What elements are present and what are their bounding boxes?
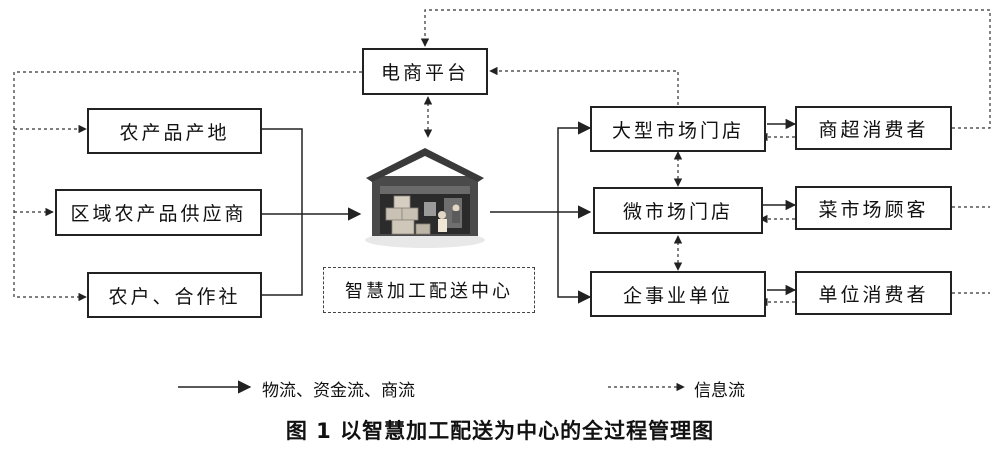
regional-supplier-node: 区域农产品供应商 (55, 189, 262, 236)
unit-consumer-node: 单位消费者 (795, 271, 952, 315)
farmers-coop-node: 农户、合作社 (87, 272, 262, 318)
legend-solid-label: 物流、资金流、商流 (262, 381, 415, 401)
info-ecommerce-to-left (13, 71, 362, 302)
legend-dotted-label: 信息流 (694, 381, 745, 401)
figure-caption: 图 1 以智慧加工配送为中心的全过程管理图 (285, 419, 715, 443)
solid-coop-to-bracket (262, 214, 303, 296)
solid-flow-lines (262, 118, 797, 304)
warehouse-illustration (365, 148, 485, 248)
solid-origin-to-bracket (262, 128, 303, 214)
solid-bracket-to-unit (557, 212, 592, 304)
info-top-loop (420, 9, 991, 129)
solid-bracket-to-large (557, 121, 592, 212)
micro-market-store-node: 微市场门店 (593, 187, 763, 234)
large-market-store-node: 大型市场门店 (590, 106, 766, 152)
processing-center-label: 智慧加工配送中心 (323, 267, 535, 313)
dotted-flow-lines (13, 9, 991, 307)
ecommerce-platform-node: 电商平台 (362, 48, 488, 95)
enterprise-unit-node: 企事业单位 (590, 271, 766, 317)
supermarket-consumer-node: 商超消费者 (795, 106, 952, 150)
market-customer-node: 菜市场顾客 (795, 186, 952, 230)
origin-node: 农产品产地 (87, 108, 262, 154)
info-large-to-ecommerce (489, 66, 679, 105)
